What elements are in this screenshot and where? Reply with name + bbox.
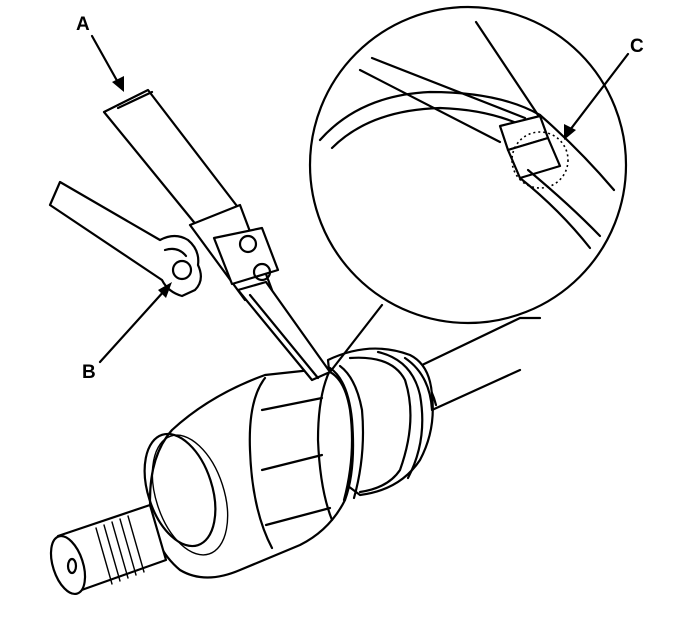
callout-label-c: C [630, 36, 644, 57]
splined-stub-shaft [49, 503, 168, 596]
detail-pointer-line [328, 303, 384, 374]
callout-leader-b [98, 282, 172, 364]
cv-joint-housing [143, 364, 365, 579]
detail-magnifier [308, 5, 628, 374]
detail-highlight-ring [511, 131, 569, 189]
callout-leader-c [564, 52, 630, 140]
clamp-pliers [102, 88, 332, 382]
callout-label-a: A [76, 14, 90, 35]
wrench [48, 180, 202, 298]
callout-label-b: B [82, 362, 96, 383]
callout-leader-a [90, 34, 124, 92]
